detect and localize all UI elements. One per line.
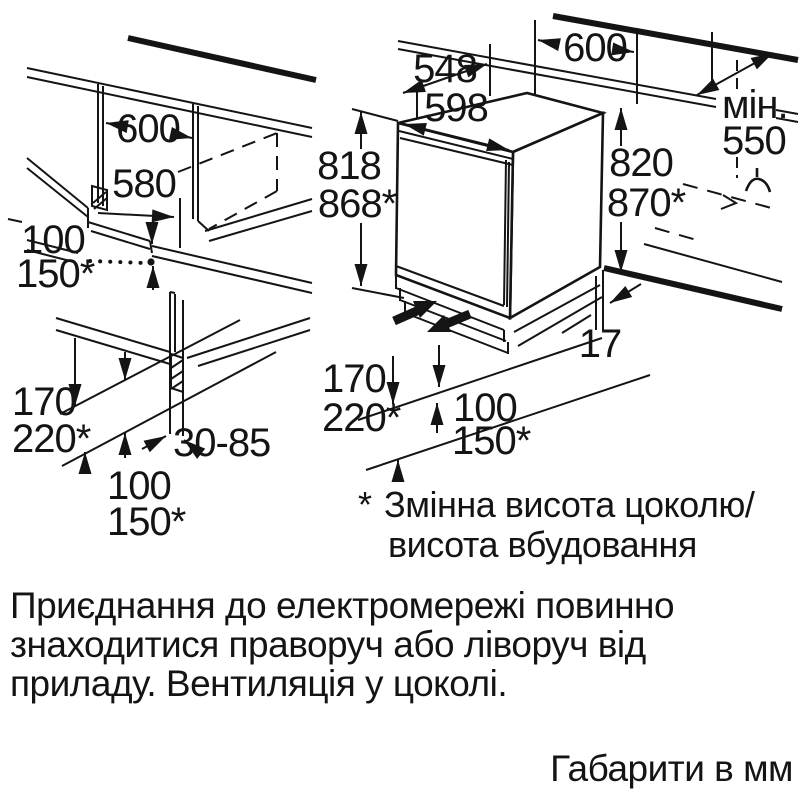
niche-diagram: 600 580 100 150* — [7, 35, 317, 296]
hidden-floor-dashes — [654, 183, 776, 242]
dim-rear-offset: 17 — [579, 322, 622, 366]
dim-niche-inner-width: 580 — [112, 162, 176, 206]
counter-edge-line2 — [26, 76, 313, 138]
dim-550-arrow — [696, 52, 774, 96]
dim-548-line — [402, 63, 488, 94]
floor-line-upper — [357, 337, 603, 421]
dim-600-right — [611, 42, 635, 56]
dim-plinth-height-max: 220* — [322, 396, 401, 440]
appliance-diagram: 600 548 598 818 868* 820 870* мін. 550 1… — [317, 13, 799, 482]
slide-arrow-out-head — [413, 301, 437, 318]
dim-598-line — [403, 122, 510, 152]
wall-top-line — [127, 35, 317, 83]
dim-appliance-height-min: 818 — [317, 144, 381, 188]
variable-floor-dotted-line — [88, 259, 147, 265]
floor-line-lower — [61, 351, 277, 467]
dim-counter-width: 600 — [563, 26, 627, 70]
dim-plinth-depth-range: 30-85 — [173, 421, 270, 465]
dim-appliance-width: 598 — [424, 86, 488, 130]
dim-niche-height-min: 820 — [609, 141, 673, 185]
dim-arrow-right — [169, 127, 193, 140]
dim-plinth-height-min: 170 — [322, 357, 386, 401]
dim-min-depth: 550 — [722, 119, 786, 163]
wall-top-line — [552, 13, 799, 63]
niche-right-panel — [192, 104, 210, 232]
dim-580-line — [97, 209, 175, 223]
wall-base-line — [603, 265, 783, 312]
dim-floor-gap-max: 150* — [107, 500, 186, 544]
floor-line-lower — [365, 374, 651, 471]
niche-left-panel — [97, 84, 104, 206]
dim-17-leaders — [561, 284, 642, 334]
counter-edge-line2 — [397, 48, 799, 123]
dim-gap-max: 150* — [16, 252, 95, 296]
footnote-star: * — [358, 484, 372, 525]
dim-floor-gap-min: 100 — [107, 464, 171, 508]
paragraph-line2: знаходитися праворуч або ліворуч від — [10, 624, 646, 665]
beam-left-lines — [55, 317, 171, 365]
footnote-line1: Змінна висота цоколю/ — [384, 484, 755, 525]
dim-appliance-height-max: 868* — [318, 182, 397, 226]
appliance-front-face — [394, 121, 515, 320]
counter-bracket-icon — [744, 168, 772, 193]
footnote: * Змінна висота цоколю/ висота вбудованн… — [358, 484, 755, 565]
counter-edge-line — [397, 40, 799, 115]
beam-right-lines — [186, 317, 311, 367]
niche-hidden-edges — [177, 132, 278, 230]
footnote-line2: висота вбудовання — [388, 524, 697, 565]
reference-dot — [147, 258, 155, 266]
floor-line-upper — [59, 319, 241, 415]
units-note: Габарити в мм — [550, 748, 793, 789]
dim-floor-gap-max: 150* — [452, 419, 531, 463]
dim-arrow-left — [105, 120, 129, 134]
skirting-line — [643, 243, 783, 283]
dim-appliance-depth: 548 — [413, 47, 477, 91]
counter-edge-line — [26, 67, 313, 129]
slide-arrow-in — [444, 309, 472, 329]
depth-leader-right — [183, 439, 206, 459]
dim-min-label: мін. — [722, 83, 788, 127]
dim-818-extensions — [351, 108, 405, 299]
instruction-paragraph: Приєднання до електромережі повинно знах… — [10, 585, 675, 704]
slide-arrow-in-head — [427, 315, 451, 332]
depth-leader-left — [141, 435, 167, 453]
dim-600-left — [537, 38, 561, 51]
floor-tick — [7, 218, 23, 223]
plinth-detail-diagram: 170 220* 30-85 100 150* — [12, 291, 311, 544]
cabinet-profile — [26, 157, 313, 294]
plinth-clip-hatch — [91, 184, 108, 212]
dim-niche-width: 600 — [116, 107, 180, 151]
floor-stub-lines — [26, 239, 79, 263]
dim-plinth-height-max: 220* — [12, 417, 91, 461]
base-side-lines — [513, 270, 604, 347]
dash-chevron — [720, 194, 739, 210]
dim-floor-gap-min: 100 — [453, 386, 517, 430]
niche-floor-lines — [204, 198, 313, 242]
slide-arrow-out — [392, 305, 421, 326]
dim-niche-height-max: 870* — [607, 181, 686, 225]
paragraph-line3: приладу. Вентиляція у цоколі. — [10, 663, 507, 704]
plinth-section-hatch — [170, 352, 184, 394]
paragraph-line1: Приєднання до електромережі повинно — [10, 585, 674, 626]
dim-plinth-height-min: 170 — [12, 380, 76, 424]
dim-gap-min: 100 — [21, 218, 85, 262]
